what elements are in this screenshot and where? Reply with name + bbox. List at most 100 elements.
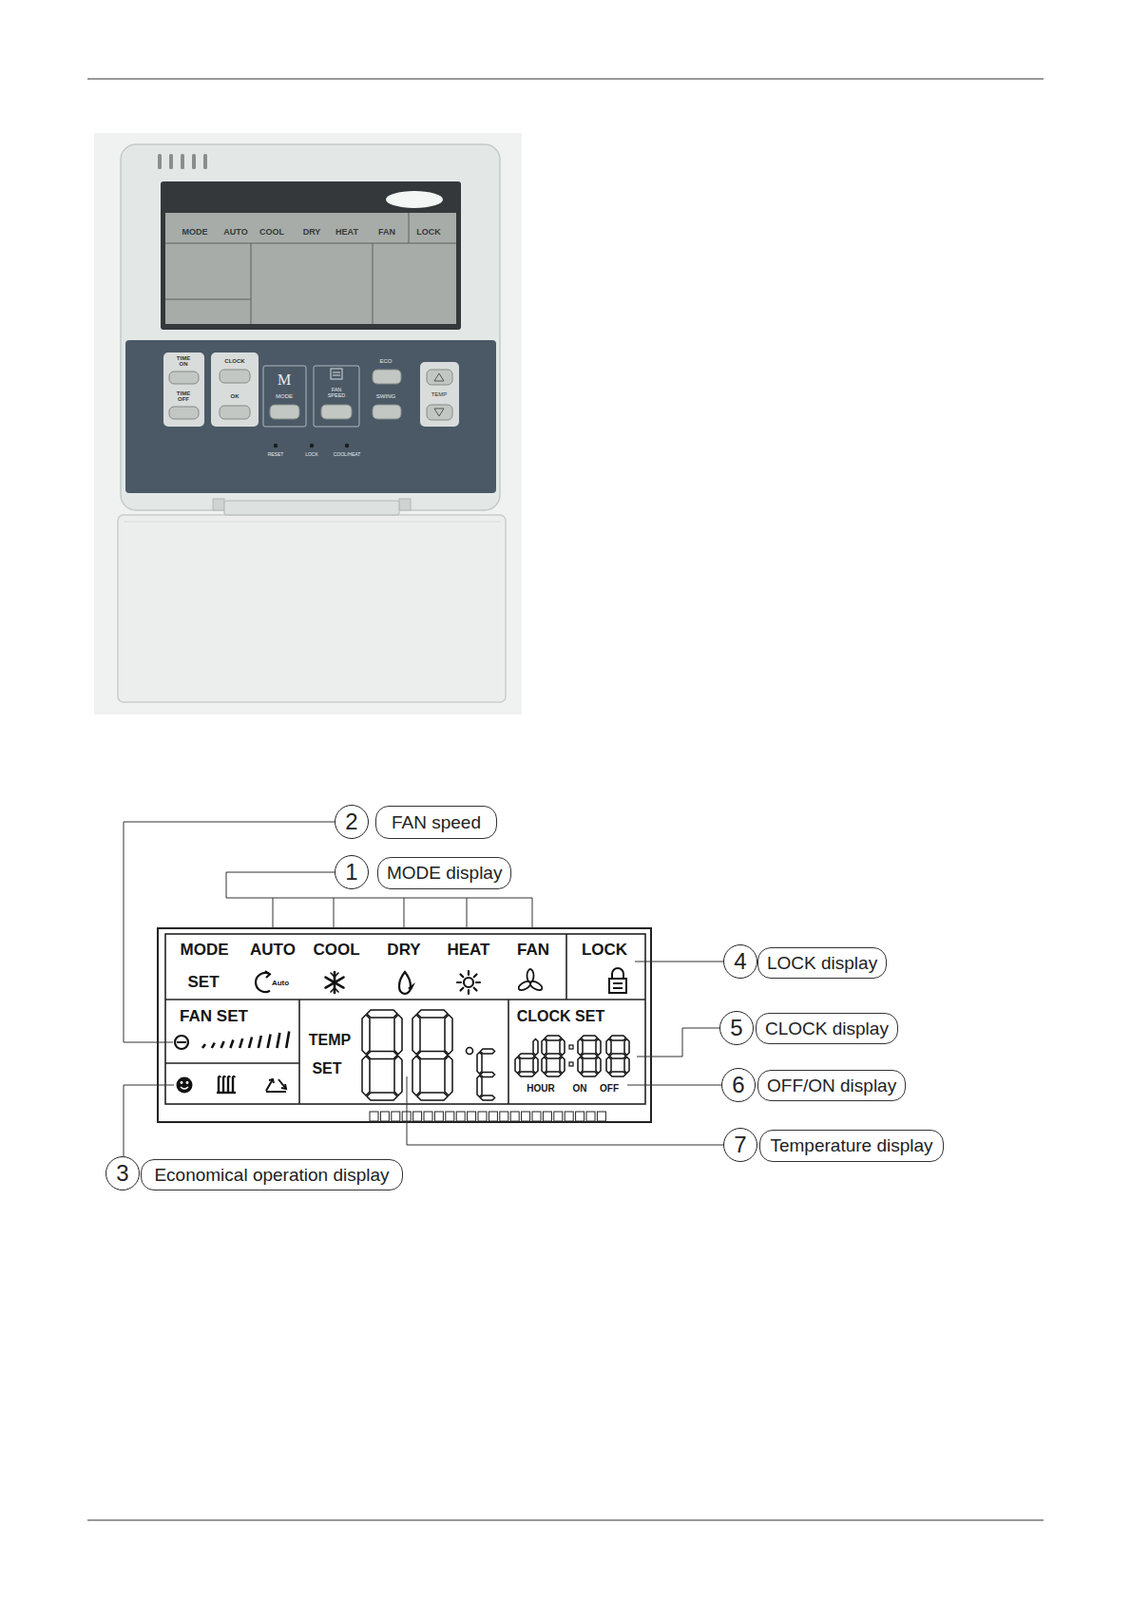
callout-number: 4 (723, 944, 758, 979)
leader-line (226, 898, 533, 900)
heater-icon (228, 1076, 231, 1093)
down-arrow (434, 408, 444, 417)
leader-line (634, 961, 728, 963)
lock-icon (609, 968, 627, 994)
sun-icon (476, 981, 480, 984)
callout-number: 5 (719, 1011, 754, 1046)
digit-segment (581, 1035, 598, 1041)
segment-bar (575, 1111, 585, 1122)
digit-segment (610, 1072, 627, 1077)
button-label: SWING (376, 393, 396, 400)
fan-speed-bar (221, 1041, 225, 1049)
push-button (269, 404, 300, 420)
callout-text: 6 (731, 1072, 745, 1099)
segment-bar-row (369, 1111, 606, 1122)
sun-icon (467, 971, 470, 976)
digit-segment (559, 1057, 565, 1074)
fan-speed-bar (202, 1044, 206, 1049)
cover-edge (123, 521, 500, 523)
digit-segment (610, 1054, 627, 1059)
callout-text: 4 (733, 948, 747, 976)
segment-bar (554, 1111, 563, 1122)
segment-label: CLOCK SET (517, 1009, 605, 1026)
mode-letter: M (277, 372, 291, 389)
lcd-divider (298, 999, 301, 1105)
vent-slot (191, 153, 196, 170)
segment-bar (521, 1111, 531, 1122)
lcd-mode-label: HEAT (335, 228, 359, 237)
push-button (372, 369, 402, 384)
segment-bar (467, 1111, 477, 1122)
callout-text: 2 (345, 808, 358, 836)
digit-segment (518, 1072, 536, 1077)
digit-segment (518, 1054, 536, 1059)
digit-segment (610, 1035, 627, 1041)
button-label: MODE (275, 393, 293, 400)
callout-text: CLOCK display (765, 1018, 889, 1040)
swing-icon (266, 1091, 287, 1093)
lcd-mode-label: COOL (259, 228, 285, 237)
digit-segment (417, 1052, 448, 1060)
controller-cover (117, 515, 506, 703)
digit-segment (412, 1015, 421, 1055)
digit-segment (480, 1073, 496, 1078)
button-group (163, 352, 205, 427)
callout-text: 7 (733, 1131, 747, 1159)
fan-speed-bar (276, 1033, 280, 1049)
digit-segment (545, 1072, 562, 1077)
digit-segment (412, 1056, 421, 1097)
button-label: TIME OFF (173, 390, 193, 403)
fan-speed-bar (211, 1043, 215, 1050)
lcd-divider (565, 934, 568, 1000)
fan-speed-icon (174, 1035, 189, 1050)
swing-icon (278, 1079, 287, 1090)
leader-line (403, 898, 405, 929)
heater-icon (232, 1076, 235, 1093)
lcd-outline (157, 928, 652, 1123)
sun-icon (467, 990, 470, 995)
digit-segment (581, 1054, 598, 1059)
digit-segment (545, 1035, 562, 1041)
fan-speed-bar (268, 1035, 271, 1050)
leader-line (466, 898, 468, 929)
digit-segment (559, 1039, 565, 1056)
economy-icon (180, 1087, 189, 1090)
swing-icon (268, 1079, 274, 1084)
fan-speed-icon (330, 368, 343, 380)
economy-icon (186, 1081, 190, 1085)
digit-segment (595, 1039, 601, 1056)
segment-bar (423, 1111, 433, 1122)
push-button (219, 405, 250, 420)
vent-slot (157, 153, 162, 170)
hinge (224, 500, 400, 516)
lcd-divider (507, 999, 510, 1105)
segment-label: HOUR (526, 1084, 555, 1095)
economy-icon (180, 1081, 184, 1085)
digit-segment (606, 1057, 612, 1074)
up-arrow (434, 373, 444, 382)
fan-speed-bars (202, 1032, 289, 1050)
segment-bar (488, 1111, 498, 1122)
segment-label: FAN (517, 941, 550, 959)
callout-label: LOCK display (757, 947, 887, 979)
lcd-inner-outline (165, 934, 646, 1105)
snowflake-icon (330, 973, 339, 978)
segment-bar (510, 1111, 519, 1122)
segment-bar (532, 1111, 541, 1122)
sun-icon (463, 977, 474, 988)
vent-slot (169, 153, 173, 170)
photo-background (94, 133, 522, 715)
snowflake-icon (325, 977, 345, 989)
snowflake-icon (325, 977, 345, 989)
callout-text: OFF/ON display (766, 1075, 897, 1097)
auto-icon (265, 971, 270, 978)
segment-label: DRY (386, 941, 421, 959)
segment-label: OFF (599, 1084, 619, 1095)
leader-lines (123, 822, 728, 1161)
header-rule (87, 78, 1044, 80)
fan-speed-bar (249, 1037, 252, 1050)
digit-segment (477, 1075, 482, 1098)
callout-label: Economical operation display (140, 1159, 403, 1191)
lock-icon (609, 978, 627, 994)
